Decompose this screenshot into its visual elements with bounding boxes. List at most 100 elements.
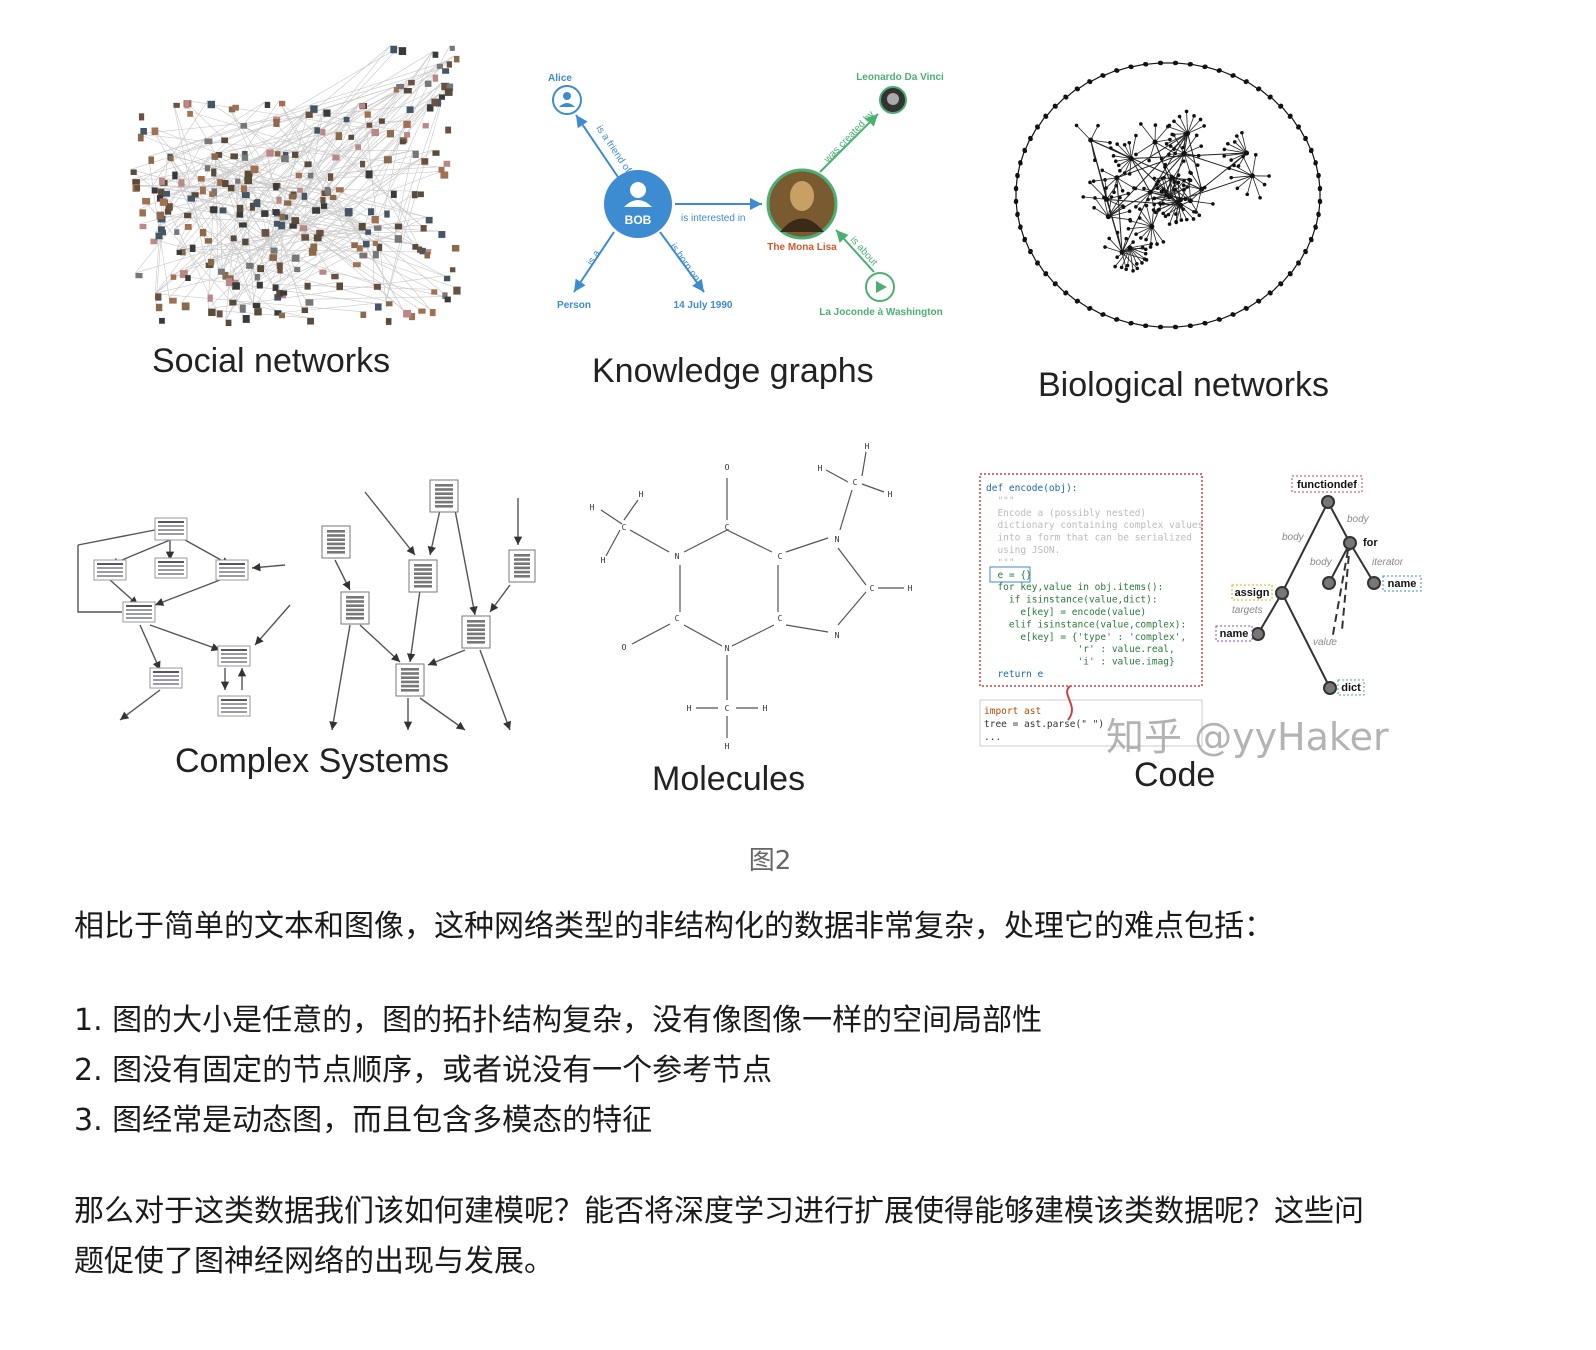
code-line: elif isinstance(value,complex): bbox=[986, 619, 1186, 630]
social-network-graph bbox=[130, 45, 461, 327]
play-icon bbox=[876, 281, 887, 293]
kg-edge-label-born: is born on bbox=[668, 241, 702, 283]
svg-text:C: C bbox=[870, 584, 875, 593]
svg-text:body: body bbox=[1310, 557, 1333, 568]
ast-labels: functiondef body body for body iterator … bbox=[1215, 475, 1422, 696]
code-line: e[key] = {'type' : 'complex', bbox=[986, 632, 1186, 643]
person-icon bbox=[630, 182, 646, 198]
person-icon bbox=[563, 92, 571, 100]
figure-caption: 图2 bbox=[748, 846, 792, 876]
svg-text:H: H bbox=[725, 742, 730, 751]
svg-text:N: N bbox=[835, 535, 840, 544]
code-line: """ bbox=[986, 495, 1015, 506]
svg-text:C: C bbox=[622, 523, 627, 532]
svg-text:H: H bbox=[908, 584, 913, 593]
code-connector bbox=[1066, 685, 1073, 721]
svg-text:C: C bbox=[853, 478, 858, 487]
ast-tree bbox=[1257, 501, 1375, 689]
panel-label-complex: Complex Systems bbox=[175, 742, 449, 780]
kg-edge-created bbox=[819, 113, 879, 173]
svg-text:targets: targets bbox=[1232, 605, 1263, 616]
import-box bbox=[979, 699, 1203, 747]
difficulty-list: 1. 图的大小是任意的，图的拓扑结构复杂，没有像图像一样的空间局部性 2. 图没… bbox=[74, 996, 1524, 1146]
code-highlight-e bbox=[989, 566, 1031, 583]
svg-text:H: H bbox=[639, 490, 644, 499]
kg-label-leonardo: Leonardo Da Vinci bbox=[856, 72, 944, 83]
kg-edge-label-created: was created by bbox=[822, 109, 877, 166]
code-line: Encode a (possibly nested) bbox=[986, 508, 1146, 519]
kg-label-joconde: La Joconde à Washington bbox=[819, 307, 943, 318]
svg-text:N: N bbox=[725, 644, 730, 653]
svg-text:H: H bbox=[865, 442, 870, 451]
kg-label-person: Person bbox=[557, 300, 591, 311]
svg-text:O: O bbox=[622, 643, 627, 652]
svg-text:C: C bbox=[725, 523, 730, 532]
svg-text:dict: dict bbox=[1341, 682, 1361, 694]
svg-text:H: H bbox=[818, 464, 823, 473]
list-item: 3. 图经常是动态图，而且包含多模态的特征 bbox=[74, 1103, 653, 1138]
panel-label-molecules: Molecules bbox=[652, 760, 805, 798]
kg-label-date: 14 July 1990 bbox=[674, 300, 733, 311]
svg-text:O: O bbox=[725, 463, 730, 472]
svg-text:H: H bbox=[763, 704, 768, 713]
svg-text:N: N bbox=[835, 631, 840, 640]
panel-label-social: Social networks bbox=[152, 342, 390, 380]
kg-edge-label-interested: is interested in bbox=[681, 213, 745, 224]
code-line: e[key] = encode(value) bbox=[986, 607, 1146, 618]
svg-text:assign: assign bbox=[1235, 587, 1270, 599]
paragraph-intro: 相比于简单的文本和图像，这种网络类型的非结构化的数据非常复杂，处理它的难点包括： bbox=[74, 909, 1274, 944]
kg-label-mona-lisa: The Mona Lisa bbox=[767, 242, 837, 253]
svg-text:H: H bbox=[687, 704, 692, 713]
kg-edge-is-a bbox=[573, 231, 615, 293]
code-box bbox=[979, 473, 1203, 687]
code-line: into a form that can be serialized bbox=[986, 533, 1192, 544]
code-line: dictionary containing complex values bbox=[986, 520, 1203, 531]
code-import-line: import ast bbox=[984, 706, 1041, 717]
svg-text:for: for bbox=[1363, 537, 1378, 549]
kg-edge-about bbox=[835, 229, 875, 273]
svg-text:C: C bbox=[778, 614, 783, 623]
svg-text:H: H bbox=[601, 556, 606, 565]
svg-text:iterator: iterator bbox=[1372, 557, 1404, 568]
code-line: e = {} bbox=[986, 570, 1032, 581]
svg-text:C: C bbox=[725, 704, 730, 713]
paragraph-conclusion: 那么对于这类数据我们该如何建模呢？能否将深度学习进行扩展使得能够建模该类数据呢？… bbox=[74, 1187, 1524, 1287]
kg-label-alice: Alice bbox=[548, 73, 572, 84]
knowledge-graph: BOB Alice Leonardo Da Vinci The Mona Lis… bbox=[548, 72, 944, 318]
list-item: 2. 图没有固定的节点顺序，或者说没有一个参考节点 bbox=[74, 1053, 773, 1088]
code-line: for key,value in obj.items(): bbox=[986, 582, 1163, 593]
list-item: 1. 图的大小是任意的，图的拓扑结构复杂，没有像图像一样的空间局部性 bbox=[74, 1003, 1043, 1038]
svg-text:name: name bbox=[1220, 628, 1249, 640]
paragraph-line: 题促使了图神经网络的出现与发展。 bbox=[74, 1244, 554, 1279]
molecule-structure bbox=[600, 451, 904, 738]
svg-text:functiondef: functiondef bbox=[1297, 479, 1357, 491]
panel-label-code: Code bbox=[1134, 756, 1215, 794]
svg-text:name: name bbox=[1388, 578, 1417, 590]
kg-edge-friend bbox=[575, 114, 621, 181]
figure-graph-examples: Social networks BOB Alice Leonardo Da Vi… bbox=[77, 45, 1422, 798]
code-line: 'i' : value.imag} bbox=[986, 657, 1175, 668]
svg-text:C: C bbox=[778, 552, 783, 561]
code-line: return e bbox=[986, 669, 1043, 680]
code-line: """ bbox=[986, 557, 1015, 568]
svg-text:H: H bbox=[888, 490, 893, 499]
svg-text:N: N bbox=[675, 552, 680, 561]
molecule-atoms: O C N C C C N O C H H H N N C H C H H H … bbox=[590, 442, 913, 751]
kg-edge-born bbox=[659, 231, 705, 293]
svg-text:body: body bbox=[1347, 514, 1370, 525]
code-line: using JSON. bbox=[986, 545, 1060, 556]
kg-edge-label-about: is about bbox=[848, 235, 880, 269]
code-line: 'r' : value.real, bbox=[986, 644, 1175, 655]
paragraph-line: 那么对于这类数据我们该如何建模呢？能否将深度学习进行扩展使得能够建模该类数据呢？… bbox=[74, 1194, 1364, 1229]
code-listing: def encode(obj): """ Encode a (possibly … bbox=[986, 483, 1203, 680]
code-line: def encode(obj): bbox=[986, 483, 1078, 494]
kg-bob-label: BOB bbox=[625, 213, 652, 227]
biological-network-graph bbox=[1013, 60, 1323, 330]
watermark: 知乎 @yyHaker bbox=[1106, 715, 1389, 759]
panel-label-knowledge: Knowledge graphs bbox=[592, 352, 874, 390]
svg-text:H: H bbox=[590, 503, 595, 512]
complex-systems-nodes bbox=[93, 479, 536, 717]
code-line: if isinstance(value,dict): bbox=[986, 595, 1158, 606]
ast-nodes bbox=[1251, 495, 1381, 695]
panel-label-biological: Biological networks bbox=[1038, 366, 1329, 404]
